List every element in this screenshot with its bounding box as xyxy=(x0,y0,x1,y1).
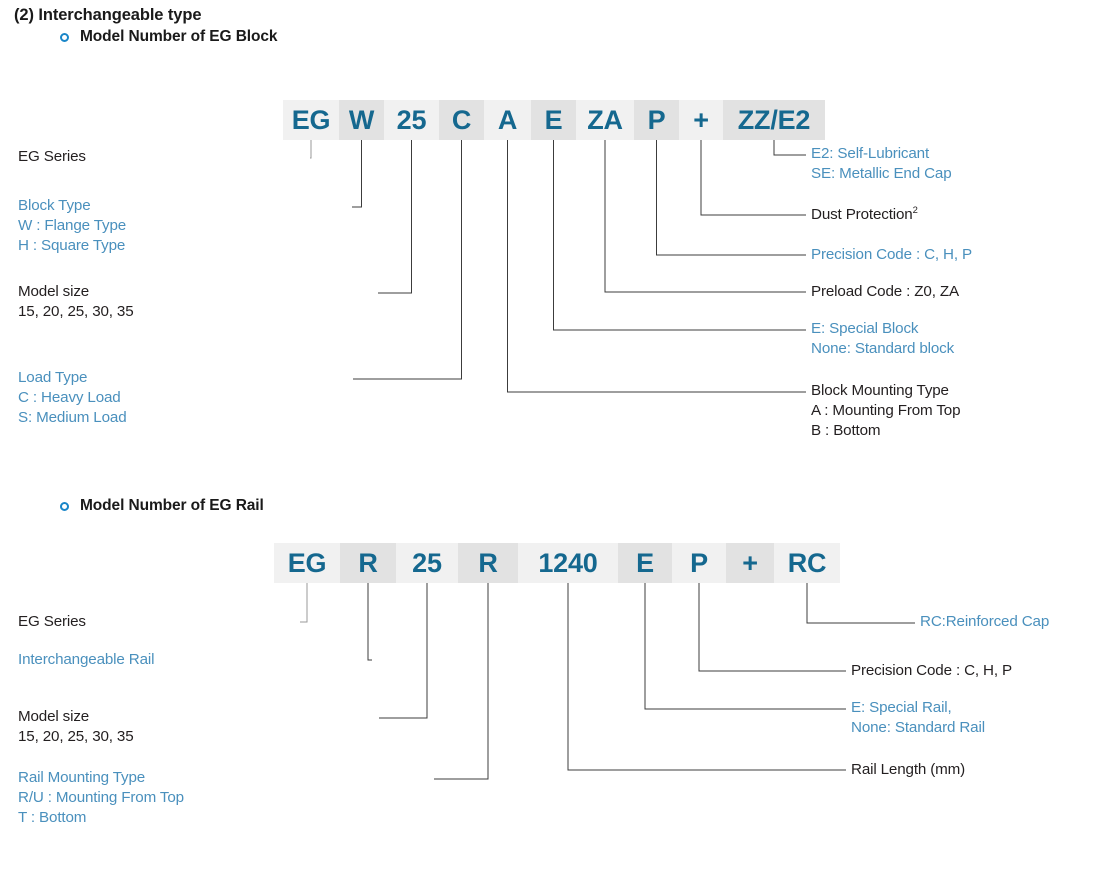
callout-line: Interchangeable Rail xyxy=(18,651,155,668)
callout-model-size: Model size 15, 20, 25, 30, 35 xyxy=(18,282,134,322)
callout-block-type: Block Type W : Flange Type H : Square Type xyxy=(18,196,126,255)
hollow-circle-bullet-icon xyxy=(60,501,69,511)
code-token-p: P xyxy=(634,100,679,140)
callout-load-type: Load Type C : Heavy Load S: Medium Load xyxy=(18,368,127,427)
block-section-heading-label: Model Number of EG Block xyxy=(80,28,278,45)
callout-line: R/U : Mounting From Top xyxy=(18,788,184,806)
code-token-e: E xyxy=(618,543,672,583)
code-token-a: A xyxy=(484,100,531,140)
rail-section-heading-label: Model Number of EG Rail xyxy=(80,497,264,514)
callout-line: Model size xyxy=(18,708,90,725)
callout-rail-length: Rail Length (mm) xyxy=(851,760,965,780)
callout-line: RC:Reinforced Cap xyxy=(920,613,1050,630)
leader-rail-eg-series xyxy=(300,583,308,623)
callout-precision-code: Precision Code : C, H, P xyxy=(851,661,1012,681)
callout-interchangeable-rail: Interchangeable Rail xyxy=(18,650,154,670)
code-token-e: E xyxy=(531,100,576,140)
callout-line: None: Standard block xyxy=(811,339,955,357)
callout-reinforced-cap: RC:Reinforced Cap xyxy=(920,612,1049,632)
footnote-marker: 2 xyxy=(912,203,918,215)
callout-eg-series: EG Series xyxy=(18,147,86,167)
callout-preload-code: Preload Code : Z0, ZA xyxy=(811,282,959,302)
callout-precision-code: Precision Code : C, H, P xyxy=(811,245,972,265)
callout-line: Block Mounting Type xyxy=(811,382,949,399)
leader-precision-code xyxy=(655,140,806,256)
leader-preload-code xyxy=(604,140,806,293)
callout-line: EG Series xyxy=(18,148,86,165)
callout-line: T : Bottom xyxy=(18,808,87,826)
callout-line: E: Special Block xyxy=(811,320,919,337)
callout-line: Precision Code : C, H, P xyxy=(851,662,1012,679)
callout-line: None: Standard Rail xyxy=(851,718,985,736)
code-token-25: 25 xyxy=(384,100,439,140)
leader-special-block xyxy=(552,140,806,331)
rail-section-heading: Model Number of EG Rail xyxy=(60,497,264,515)
code-token--: + xyxy=(679,100,723,140)
code-token-1240: 1240 xyxy=(518,543,618,583)
callout-line: S: Medium Load xyxy=(18,408,127,426)
callout-line: Preload Code : Z0, ZA xyxy=(811,283,959,300)
code-token-r: R xyxy=(340,543,396,583)
callout-block-mounting-type: Block Mounting Type A : Mounting From Top… xyxy=(811,381,961,440)
callout-line: Precision Code : C, H, P xyxy=(811,246,972,263)
callout-line: Dust Protection2 xyxy=(811,203,918,223)
leader-dust-protection xyxy=(700,140,806,216)
callout-line: 15, 20, 25, 30, 35 xyxy=(18,727,134,745)
code-token--: + xyxy=(726,543,774,583)
callout-line: E2: Self-Lubricant xyxy=(811,145,930,162)
callout-line: Load Type xyxy=(18,369,88,386)
callout-line: EG Series xyxy=(18,613,86,630)
code-token-25: 25 xyxy=(396,543,458,583)
callout-line: A : Mounting From Top xyxy=(811,401,961,419)
leader-reinforced-cap xyxy=(806,583,915,624)
code-token-r: R xyxy=(458,543,518,583)
code-token-rc: RC xyxy=(774,543,840,583)
leader-rail-precision-code xyxy=(698,583,846,672)
leader-model-size xyxy=(378,140,413,294)
leader-block-mounting-type xyxy=(506,140,806,393)
callout-line: Rail Mounting Type xyxy=(18,769,146,786)
leader-eg-series xyxy=(310,140,312,159)
page-title: (2) Interchangeable type xyxy=(14,6,202,24)
callout-line: 15, 20, 25, 30, 35 xyxy=(18,302,134,320)
callout-line: B : Bottom xyxy=(811,421,881,439)
callout-line: Model size xyxy=(18,283,90,300)
callout-line: W : Flange Type xyxy=(18,216,127,234)
code-token-eg: EG xyxy=(274,543,340,583)
callout-line: H : Square Type xyxy=(18,236,126,254)
leader-self-lubricant xyxy=(773,140,806,156)
leader-load-type xyxy=(353,140,463,380)
hollow-circle-bullet-icon xyxy=(60,32,69,42)
code-token-w: W xyxy=(339,100,384,140)
code-token-c: C xyxy=(439,100,484,140)
block-section-heading: Model Number of EG Block xyxy=(60,28,278,46)
callout-line: Rail Length (mm) xyxy=(851,761,966,778)
code-token-p: P xyxy=(672,543,726,583)
callout-line: E: Special Rail, xyxy=(851,699,952,716)
callout-dust-protection: Dust Protection2 xyxy=(811,205,918,225)
code-token-zz-e2: ZZ/E2 xyxy=(723,100,825,140)
code-token-eg: EG xyxy=(283,100,339,140)
leader-rail-length xyxy=(567,583,846,771)
callout-special-rail: E: Special Rail, None: Standard Rail xyxy=(851,698,985,738)
code-token-za: ZA xyxy=(576,100,634,140)
callout-eg-series: EG Series xyxy=(18,612,86,632)
callout-line: SE: Metallic End Cap xyxy=(811,164,952,182)
callout-line: C : Heavy Load xyxy=(18,388,121,406)
callout-line: Block Type xyxy=(18,197,91,214)
leader-rail-mounting-type xyxy=(434,583,489,780)
leader-block-type xyxy=(352,140,363,208)
leader-interchangeable-rail xyxy=(367,583,372,661)
leader-rail-model-size xyxy=(379,583,428,719)
callout-model-size: Model size 15, 20, 25, 30, 35 xyxy=(18,707,134,747)
leader-special-rail xyxy=(644,583,846,710)
